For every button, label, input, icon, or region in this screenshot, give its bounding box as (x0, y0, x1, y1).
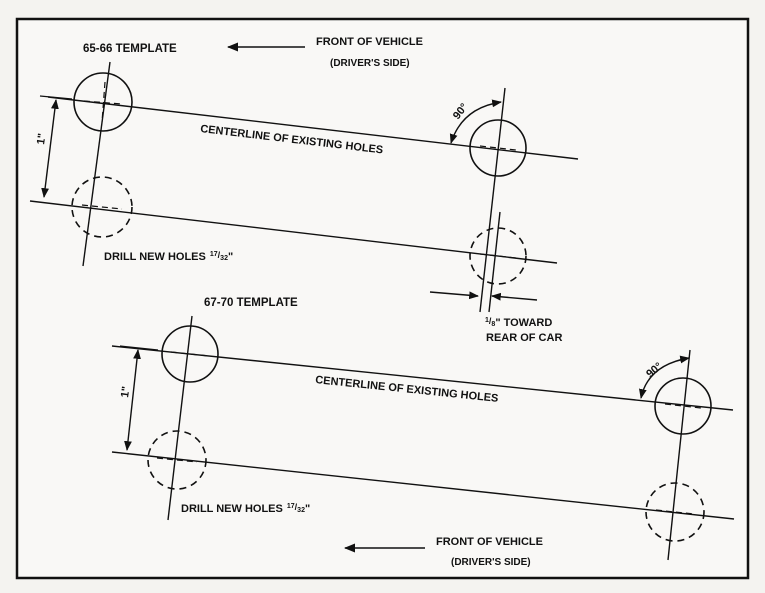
template-a: 65-66 TEMPLATE FRONT OF VEHICLE (DRIVER'… (29, 36, 579, 344)
offset-label-a: 1/8" TOWARD (485, 316, 552, 329)
centerline-b (111, 345, 734, 411)
spacing-extension-a-top (39, 95, 73, 100)
front-of-vehicle-b: FRONT OF VEHICLE (436, 536, 543, 548)
front-of-vehicle-a: FRONT OF VEHICLE (316, 36, 423, 48)
new-hole-a-right (469, 227, 527, 285)
new-hole-a-left (71, 176, 133, 238)
new-holes-line-b (111, 451, 735, 520)
template-b-title: 67-70 TEMPLATE (204, 297, 298, 309)
drivers-side-a: (DRIVER'S SIDE) (330, 58, 410, 69)
new-hole-b-right (645, 482, 705, 542)
existing-hole-a-left (73, 72, 133, 132)
spacing-label-b: 1" (119, 386, 132, 399)
spacing-extension-b-top (119, 345, 159, 351)
vertical-line-a-right-new (488, 211, 501, 313)
centerline-a (47, 96, 579, 160)
page-border (15, 17, 750, 580)
spacing-label-a: 1" (35, 133, 48, 146)
new-holes-line-a (29, 200, 558, 264)
spacing-dimension-a (41, 99, 59, 198)
existing-hole-b-left (161, 325, 219, 383)
spacing-dimension-b (124, 349, 141, 451)
angle-arc-b (639, 355, 690, 399)
drivers-side-b: (DRIVER'S SIDE) (451, 557, 531, 568)
vertical-line-a-left (82, 61, 111, 267)
offset-arrow-a-left (429, 291, 479, 300)
new-hole-b-left (147, 430, 207, 490)
angle-arc-a (449, 99, 502, 144)
template-a-title: 65-66 TEMPLATE (83, 43, 177, 55)
offset-label-a-2: REAR OF CAR (486, 332, 562, 344)
vertical-line-b-left (167, 315, 193, 521)
offset-arrow-a-right (491, 292, 538, 301)
